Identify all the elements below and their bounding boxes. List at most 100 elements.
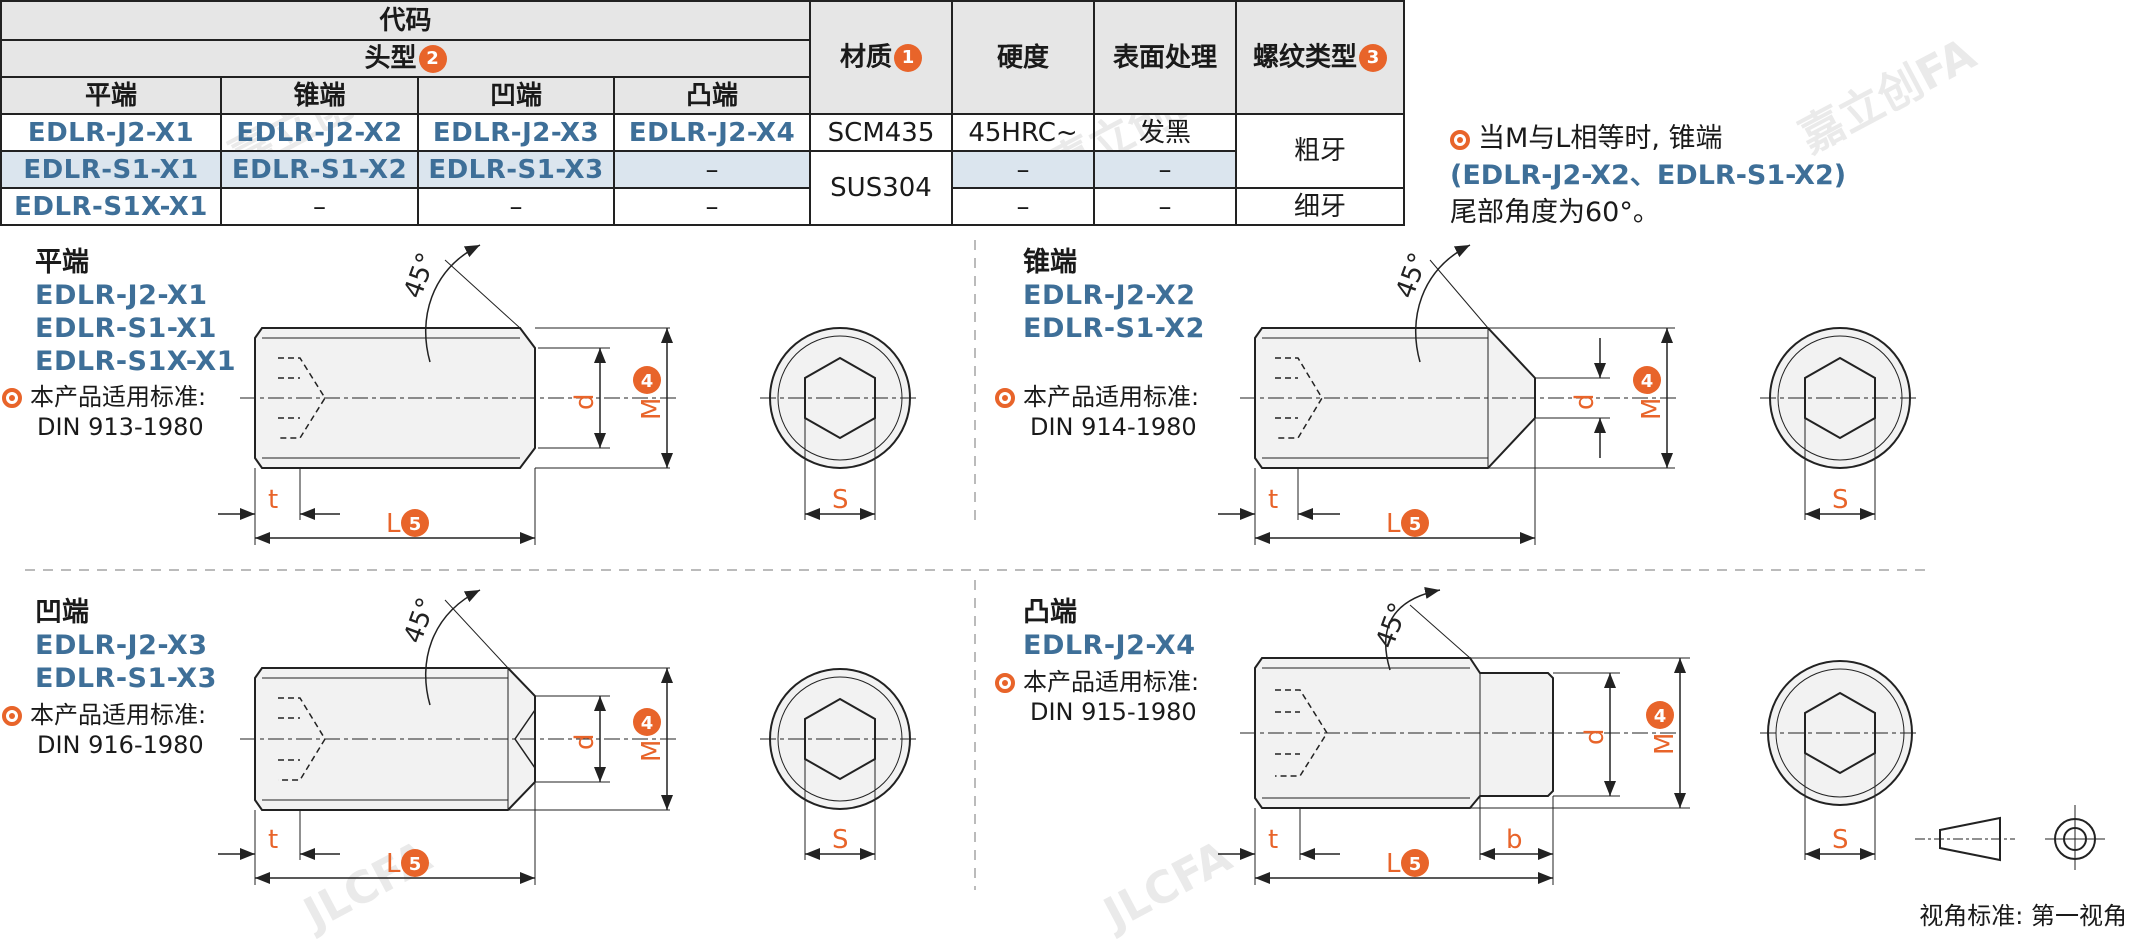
section-cone-labels: 锥端 EDLR-J2-X2 EDLR-S1-X2 xyxy=(1023,240,1205,345)
dim-m: M xyxy=(1637,398,1667,420)
dim-l: L xyxy=(1386,509,1401,539)
cell-empty: – xyxy=(220,187,419,226)
dim-s: S xyxy=(832,485,849,515)
section-cup-labels: 凹端 EDLR-J2-X3 EDLR-S1-X3 xyxy=(35,590,217,695)
cell-material: SCM435 xyxy=(809,113,954,152)
section-flat-standard: 本产品适用标准: DIN 913-1980 xyxy=(2,382,206,442)
section-title: 锥端 xyxy=(1023,247,1077,278)
section-title: 凸端 xyxy=(1023,597,1077,628)
dim-b: b xyxy=(1506,825,1523,855)
drawing-dog-point xyxy=(1218,587,1920,885)
cell-empty: – xyxy=(612,150,812,189)
cell-surface: 发黑 xyxy=(1093,113,1238,152)
note-line: 当M与L相等时, 锥端 xyxy=(1478,123,1723,154)
dim-l: L xyxy=(1386,849,1401,879)
cell-code: EDLR-S1-X1 xyxy=(0,150,222,189)
dimension-badges: 4 4 4 4 5 5 5 5 xyxy=(401,366,1674,877)
section-code: EDLR-J2-X1 xyxy=(35,280,208,311)
badge-5: 5 xyxy=(1409,854,1422,875)
cell-hardness: – xyxy=(951,150,1096,189)
cell-code: EDLR-J2-X2 xyxy=(220,113,419,152)
angle-label: 45° xyxy=(398,594,442,648)
section-code: EDLR-S1X-X1 xyxy=(35,346,237,377)
standard-bullet-icon xyxy=(995,673,1015,693)
cell-thread-coarse: 粗牙 xyxy=(1235,113,1406,189)
drawing-cone-point xyxy=(1218,244,1920,545)
cell-hardness: 45HRC~ xyxy=(951,113,1096,152)
section-flat-labels: 平端 EDLR-J2-X1 EDLR-S1-X1 EDLR-S1X-X1 xyxy=(35,240,236,378)
badge-4: 4 xyxy=(1641,371,1654,392)
cell-code: EDLR-J2-X3 xyxy=(417,113,615,152)
section-code: EDLR-S1-X2 xyxy=(1023,313,1205,344)
section-dog-labels: 凸端 EDLR-J2-X4 xyxy=(1023,590,1196,662)
header-code: 代码 xyxy=(0,0,812,41)
dim-d: d xyxy=(1570,393,1600,410)
cell-material: SUS304 xyxy=(809,150,954,226)
dim-d: d xyxy=(570,393,600,410)
dim-t: t xyxy=(1268,485,1278,515)
angle-label: 45° xyxy=(398,249,442,303)
badge-4: 4 xyxy=(641,713,654,734)
badge-4: 4 xyxy=(1654,706,1667,727)
cell-code: EDLR-J2-X1 xyxy=(0,113,222,152)
table-row: EDLR-J2-X1 EDLR-J2-X2 EDLR-J2-X3 EDLR-J2… xyxy=(0,113,1406,189)
dim-s: S xyxy=(1832,825,1849,855)
cell-surface: – xyxy=(1093,150,1238,189)
dim-t: t xyxy=(1268,825,1278,855)
angle-label: 45° xyxy=(1390,249,1434,303)
cell-surface: – xyxy=(1093,187,1238,226)
badge-5: 5 xyxy=(409,854,422,875)
dim-m: M xyxy=(1650,733,1680,755)
subheader-flat: 平端 xyxy=(0,76,222,115)
section-code: EDLR-J2-X2 xyxy=(1023,280,1196,311)
projection-standard-label: 视角标准: 第一视角 xyxy=(1919,902,2127,930)
section-cup-standard: 本产品适用标准: DIN 916-1980 xyxy=(2,700,206,760)
badge-3: 3 xyxy=(1359,43,1388,72)
dim-l: L xyxy=(386,509,401,539)
cell-code: EDLR-J2-X4 xyxy=(612,113,812,152)
note-line: 尾部角度为60°。 xyxy=(1450,197,1660,228)
cell-thread-fine: 细牙 xyxy=(1235,187,1406,226)
note: 当M与L相等时, 锥端 (EDLR-J2-X2、EDLR-S1-X2) 尾部角度… xyxy=(1450,120,1846,231)
dim-t: t xyxy=(268,825,278,855)
standard-bullet-icon xyxy=(2,388,22,408)
drawing-flat-point xyxy=(218,244,920,545)
subheader-cup: 凹端 xyxy=(417,76,615,115)
first-angle-projection-icon xyxy=(1915,805,2105,870)
cell-code: EDLR-S1X-X1 xyxy=(0,187,222,226)
subheader-cone: 锥端 xyxy=(220,76,419,115)
drawing-cup-point xyxy=(218,589,920,885)
dim-d: d xyxy=(570,733,600,750)
dim-m: M xyxy=(637,740,667,762)
section-title: 凹端 xyxy=(35,597,89,628)
section-dog-standard: 本产品适用标准: DIN 915-1980 xyxy=(995,667,1199,727)
cell-empty: – xyxy=(417,187,615,226)
badge-1: 1 xyxy=(894,43,923,72)
cell-hardness: – xyxy=(951,187,1096,226)
badge-5: 5 xyxy=(1409,514,1422,535)
header-surface: 表面处理 xyxy=(1093,0,1238,115)
standard-bullet-icon xyxy=(995,388,1015,408)
subheader-dog: 凸端 xyxy=(612,76,812,115)
section-code: EDLR-S1-X1 xyxy=(35,313,217,344)
badge-2: 2 xyxy=(418,44,447,73)
cell-code: EDLR-S1-X2 xyxy=(220,150,419,189)
cell-code: EDLR-S1-X3 xyxy=(417,150,615,189)
dim-l: L xyxy=(386,849,401,879)
section-cone-standard: 本产品适用标准: DIN 914-1980 xyxy=(995,382,1199,442)
section-title: 平端 xyxy=(35,247,89,278)
dim-t: t xyxy=(268,485,278,515)
badge-5: 5 xyxy=(409,514,422,535)
standard-bullet-icon xyxy=(2,706,22,726)
section-code: EDLR-J2-X3 xyxy=(35,630,208,661)
table-row: EDLR-S1-X1 EDLR-S1-X2 EDLR-S1-X3 – SUS30… xyxy=(0,150,1404,226)
header-hardness: 硬度 xyxy=(951,0,1096,115)
dim-s: S xyxy=(1832,485,1849,515)
badge-4: 4 xyxy=(641,371,654,392)
